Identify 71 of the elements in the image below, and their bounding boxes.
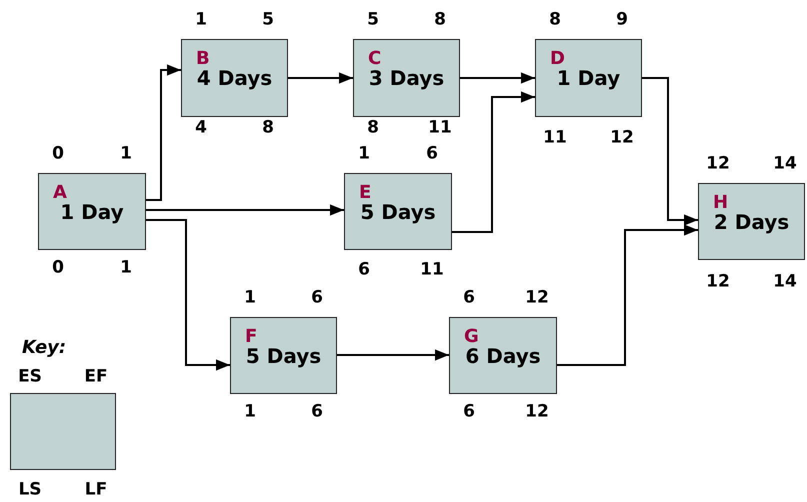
time-value: 12 bbox=[610, 130, 634, 146]
time-value: 6 bbox=[463, 290, 475, 306]
activity-letter: C bbox=[368, 50, 382, 68]
activity-letter: H bbox=[713, 194, 728, 212]
time-value: 4 bbox=[195, 120, 207, 136]
time-value: 11 bbox=[543, 130, 567, 146]
duration-label: 5 Days bbox=[244, 346, 322, 366]
time-value: 14 bbox=[773, 274, 797, 290]
time-value: 14 bbox=[773, 156, 797, 172]
time-value: 1 bbox=[244, 404, 256, 420]
arrow bbox=[460, 72, 535, 84]
activity-box bbox=[344, 173, 452, 250]
time-value: 8 bbox=[262, 120, 274, 136]
duration-label: 2 Days bbox=[712, 212, 790, 232]
time-value: 5 bbox=[262, 12, 274, 28]
time-value: 12 bbox=[706, 274, 730, 290]
time-value: 12 bbox=[706, 156, 730, 172]
time-value: 1 bbox=[120, 146, 132, 162]
activity-letter: D bbox=[550, 50, 565, 68]
activity-box bbox=[181, 39, 288, 117]
duration-label: 3 Days bbox=[368, 68, 446, 88]
activity-box bbox=[698, 183, 805, 260]
time-value: 12 bbox=[525, 290, 549, 306]
key-label: LS bbox=[18, 482, 42, 498]
arrow bbox=[146, 219, 230, 371]
activity-box bbox=[449, 317, 557, 394]
time-value: 6 bbox=[426, 146, 438, 162]
arrow bbox=[288, 72, 353, 84]
duration-label: 6 Days bbox=[464, 346, 542, 366]
activity-box bbox=[38, 173, 146, 250]
time-value: 8 bbox=[549, 12, 561, 28]
time-value: 1 bbox=[358, 146, 370, 162]
arrow bbox=[642, 77, 698, 226]
activity-letter: G bbox=[464, 328, 479, 346]
time-value: 6 bbox=[463, 404, 475, 420]
time-value: 6 bbox=[311, 404, 323, 420]
time-value: 1 bbox=[244, 290, 256, 306]
arrow bbox=[146, 204, 344, 216]
time-value: 11 bbox=[420, 262, 444, 278]
activity-letter: B bbox=[196, 50, 210, 68]
activity-box bbox=[535, 39, 642, 117]
arrow bbox=[146, 64, 181, 201]
activity-letter: F bbox=[245, 328, 258, 346]
time-value: 1 bbox=[120, 260, 132, 276]
key-label: LF bbox=[84, 482, 108, 498]
key-box bbox=[10, 393, 116, 470]
key-title: Key: bbox=[22, 339, 66, 357]
activity-letter: A bbox=[53, 184, 67, 202]
activity-box bbox=[353, 39, 460, 117]
duration-label: 4 Days bbox=[196, 68, 274, 88]
time-value: 8 bbox=[434, 12, 446, 28]
time-value: 9 bbox=[616, 12, 628, 28]
time-value: 8 bbox=[367, 120, 379, 136]
arrow bbox=[452, 91, 535, 233]
time-value: 0 bbox=[52, 260, 64, 276]
arrow bbox=[557, 224, 698, 366]
time-value: 11 bbox=[428, 120, 452, 136]
time-value: 0 bbox=[52, 146, 64, 162]
time-value: 5 bbox=[367, 12, 379, 28]
time-value: 1 bbox=[195, 12, 207, 28]
duration-label: 5 Days bbox=[359, 202, 437, 222]
activity-letter: E bbox=[359, 184, 372, 202]
time-value: 12 bbox=[525, 404, 549, 420]
key-label: EF bbox=[84, 368, 108, 386]
duration-label: 1 Day bbox=[59, 202, 125, 222]
duration-label: 1 Day bbox=[556, 68, 622, 88]
activity-box bbox=[230, 317, 337, 394]
arrow bbox=[337, 349, 449, 361]
time-value: 6 bbox=[358, 262, 370, 278]
time-value: 6 bbox=[311, 290, 323, 306]
key-label: ES bbox=[18, 368, 42, 386]
